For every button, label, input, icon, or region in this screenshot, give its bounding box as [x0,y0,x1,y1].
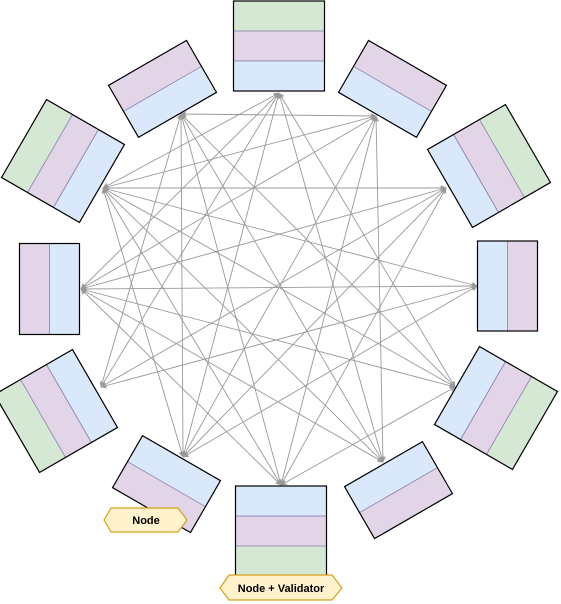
tag-layer: Node Node + Validator [103,507,343,601]
edge-n-top-right-to-n-bottom [279,115,378,486]
node-layer-green [479,104,551,198]
node-n-bottom [234,485,328,577]
node-layer-purple [19,243,50,335]
node-outline [476,240,539,332]
edge-n-top-right-to-n-bottom-right [372,115,387,463]
node-layer-blue [477,240,508,332]
node-outline [343,440,454,540]
node-layer-blue [49,243,80,335]
node-layer-purple [353,40,447,112]
node-outline [426,103,552,229]
node-outline [18,242,81,336]
edge-n-right-to-n-left [80,282,478,293]
tag-node: Node [103,507,188,533]
node-layer-green [0,379,66,473]
node-layer-green [1,99,73,193]
tag-node-label: Node [132,515,160,527]
node-layer-blue [235,485,327,517]
tag-node-shape [103,507,188,533]
node-outline [107,39,218,139]
edge-n-bottom-right-to-n-left [80,288,384,463]
edge-n-bottom-to-n-left [80,288,282,486]
node-layer-purple [507,241,538,331]
node-outline [0,348,119,474]
node-outline [433,345,559,471]
edge-n-top-to-n-left-lower [100,92,280,388]
edge-n-top-left-to-n-top-right [180,110,377,120]
edge-n-top-left-to-n-right-lower [180,113,456,388]
edge-n-right-to-n-left-lower [100,284,478,389]
node-n-right-lower [433,345,559,471]
edge-n-bottom-left-to-n-right-upper [182,187,447,458]
node-layer-blue [233,60,325,92]
node-layer-green [486,376,558,470]
node-n-left-lower [0,348,119,474]
tag-node-validator-label: Node + Validator [238,583,325,595]
node-n-left [18,242,81,336]
node-layer [0,0,559,577]
edge-n-right-upper-to-n-left [80,186,447,291]
tag-node-validator-shape [219,574,343,601]
edge-layer [80,92,478,486]
node-layer-green [233,1,325,31]
node-n-right-upper [426,103,552,229]
edge-n-right-lower-to-n-left [80,287,456,389]
node-layer-purple [235,515,327,547]
node-outline [232,0,326,92]
node-n-top-left [107,39,218,139]
edge-n-top-to-n-left [80,92,280,290]
node-layer-purple [108,40,202,112]
edge-n-right-upper-to-n-bottom [280,187,447,486]
node-n-bottom-right [343,440,454,540]
edge-n-top-right-to-n-left [80,115,377,290]
node-n-left-upper [0,98,126,224]
node-layer-purple [359,467,453,539]
edge-n-top-left-to-n-bottom-left [177,113,187,458]
node-outline [337,39,448,139]
node-outline [0,98,126,224]
node-layer-purple [233,30,325,62]
node-n-top [232,0,326,92]
node-n-right [476,240,539,332]
node-layer-green [235,546,327,576]
node-n-top-right [337,39,448,139]
tag-node-validator: Node + Validator [219,574,343,601]
